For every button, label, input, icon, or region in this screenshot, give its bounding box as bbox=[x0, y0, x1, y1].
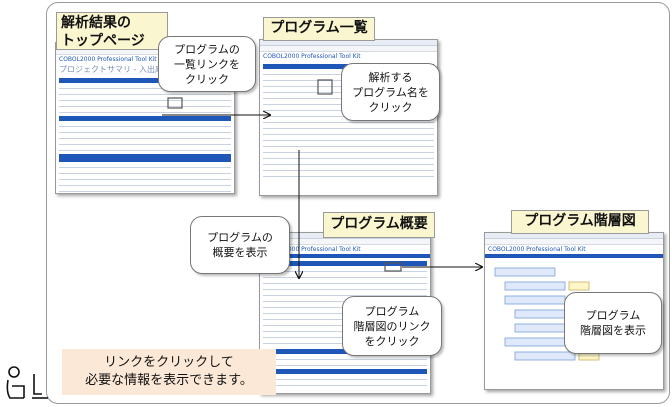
callout-click-list-link: プログラムの 一覧リンクを クリック bbox=[158, 36, 256, 92]
top-page-screenshot: COBOL2000 Professional Tool Kit プロジェクトサマ… bbox=[55, 42, 235, 194]
title-program-list: プログラム一覧 bbox=[263, 17, 375, 41]
summary-note: リンクをクリックして 必要な情報を表示できます。 bbox=[62, 349, 276, 395]
title-top-page: 解析結果の トップページ bbox=[56, 12, 168, 50]
callout-show-summary: プログラムの 概要を表示 bbox=[190, 216, 290, 274]
list-app-title: COBOL2000 Professional Tool Kit bbox=[263, 53, 361, 60]
callout-show-hierarchy: プログラム 階層図を表示 bbox=[564, 292, 662, 354]
person-at-desk-icon bbox=[6, 366, 48, 399]
top-app-title: COBOL2000 Professional Tool Kit bbox=[59, 56, 157, 63]
callout-click-hierarchy-link: プログラム 階層図のリンク をクリック bbox=[342, 296, 442, 356]
hierarchy-tree-thumbnail bbox=[494, 267, 600, 361]
top-page-heading: プロジェクトサマリ - 入出庫管理シス bbox=[59, 65, 195, 74]
title-program-hierarchy: プログラム階層図 bbox=[511, 210, 649, 234]
hierarchy-app-title: COBOL2000 Professional Tool Kit bbox=[488, 246, 586, 253]
summary-app-title: COBOL2000 Professional Tool Kit bbox=[263, 246, 361, 253]
title-program-summary: プログラム概要 bbox=[323, 212, 435, 238]
callout-click-program-name: 解析する プログラム名を クリック bbox=[341, 63, 440, 121]
